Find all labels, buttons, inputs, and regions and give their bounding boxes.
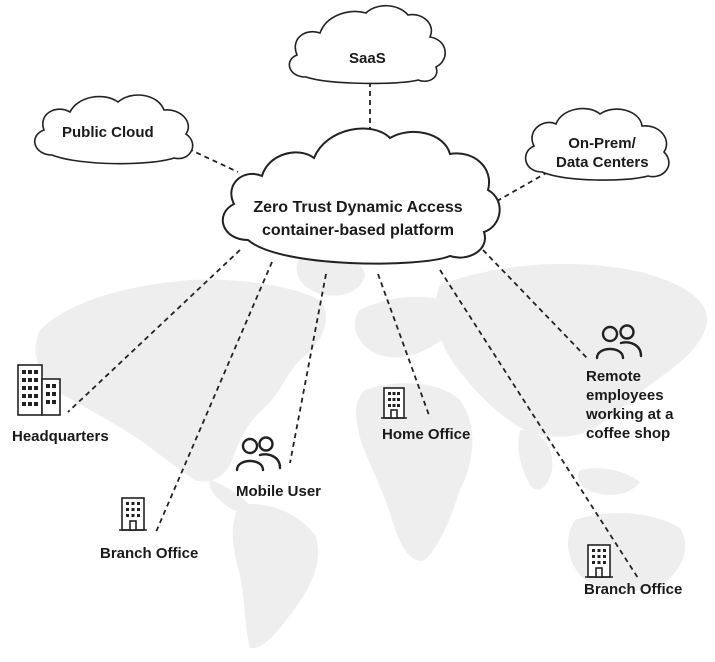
- office-tower-icon: [17, 364, 61, 416]
- branch-office-right-label: Branch Office: [584, 581, 683, 598]
- main-platform-label: Zero Trust Dynamic Access container-base…: [238, 196, 478, 242]
- on-prem-label-line1: On-Prem/: [568, 135, 636, 152]
- building-icon: [585, 544, 613, 578]
- saas-label: SaaS: [349, 50, 386, 67]
- branch-office-left-label: Branch Office: [100, 545, 199, 562]
- public-cloud-label: Public Cloud: [62, 124, 154, 141]
- remote-label-line3: working at a: [586, 406, 674, 423]
- users-icon: [235, 436, 282, 472]
- on-prem-cloud-shape: [524, 107, 670, 181]
- home-office-label: Home Office: [382, 426, 471, 443]
- remote-employees-label: Remote employees working at a coffee sho…: [586, 367, 674, 443]
- connector-branch-office-left: [155, 261, 273, 533]
- connector-branch-office-right: [439, 269, 639, 579]
- users-icon: [595, 324, 643, 360]
- main-cloud-shape: [221, 127, 501, 265]
- headquarters-label: Headquarters: [12, 428, 109, 445]
- remote-label-line4: coffee shop: [586, 425, 671, 442]
- remote-label-line2: employees: [586, 387, 664, 404]
- remote-label-line1: Remote: [586, 368, 642, 385]
- connector-home-office: [377, 273, 431, 419]
- on-prem-label-line2: Data Centers: [556, 154, 649, 171]
- connector-headquarters: [67, 249, 241, 413]
- building-icon: [381, 387, 407, 419]
- main-platform-label-line2: container-based platform: [261, 222, 455, 239]
- connector-on-prem: [489, 171, 549, 206]
- on-prem-label: On-Prem/ Data Centers: [556, 134, 649, 172]
- connector-remote: [482, 249, 588, 359]
- public-cloud-shape: [33, 94, 194, 165]
- mobile-user-label: Mobile User: [236, 483, 322, 500]
- main-platform-label-line1: Zero Trust Dynamic Access: [253, 199, 463, 216]
- connector-lines: [67, 82, 639, 579]
- building-icon: [119, 497, 147, 531]
- saas-cloud-shape: [288, 4, 446, 85]
